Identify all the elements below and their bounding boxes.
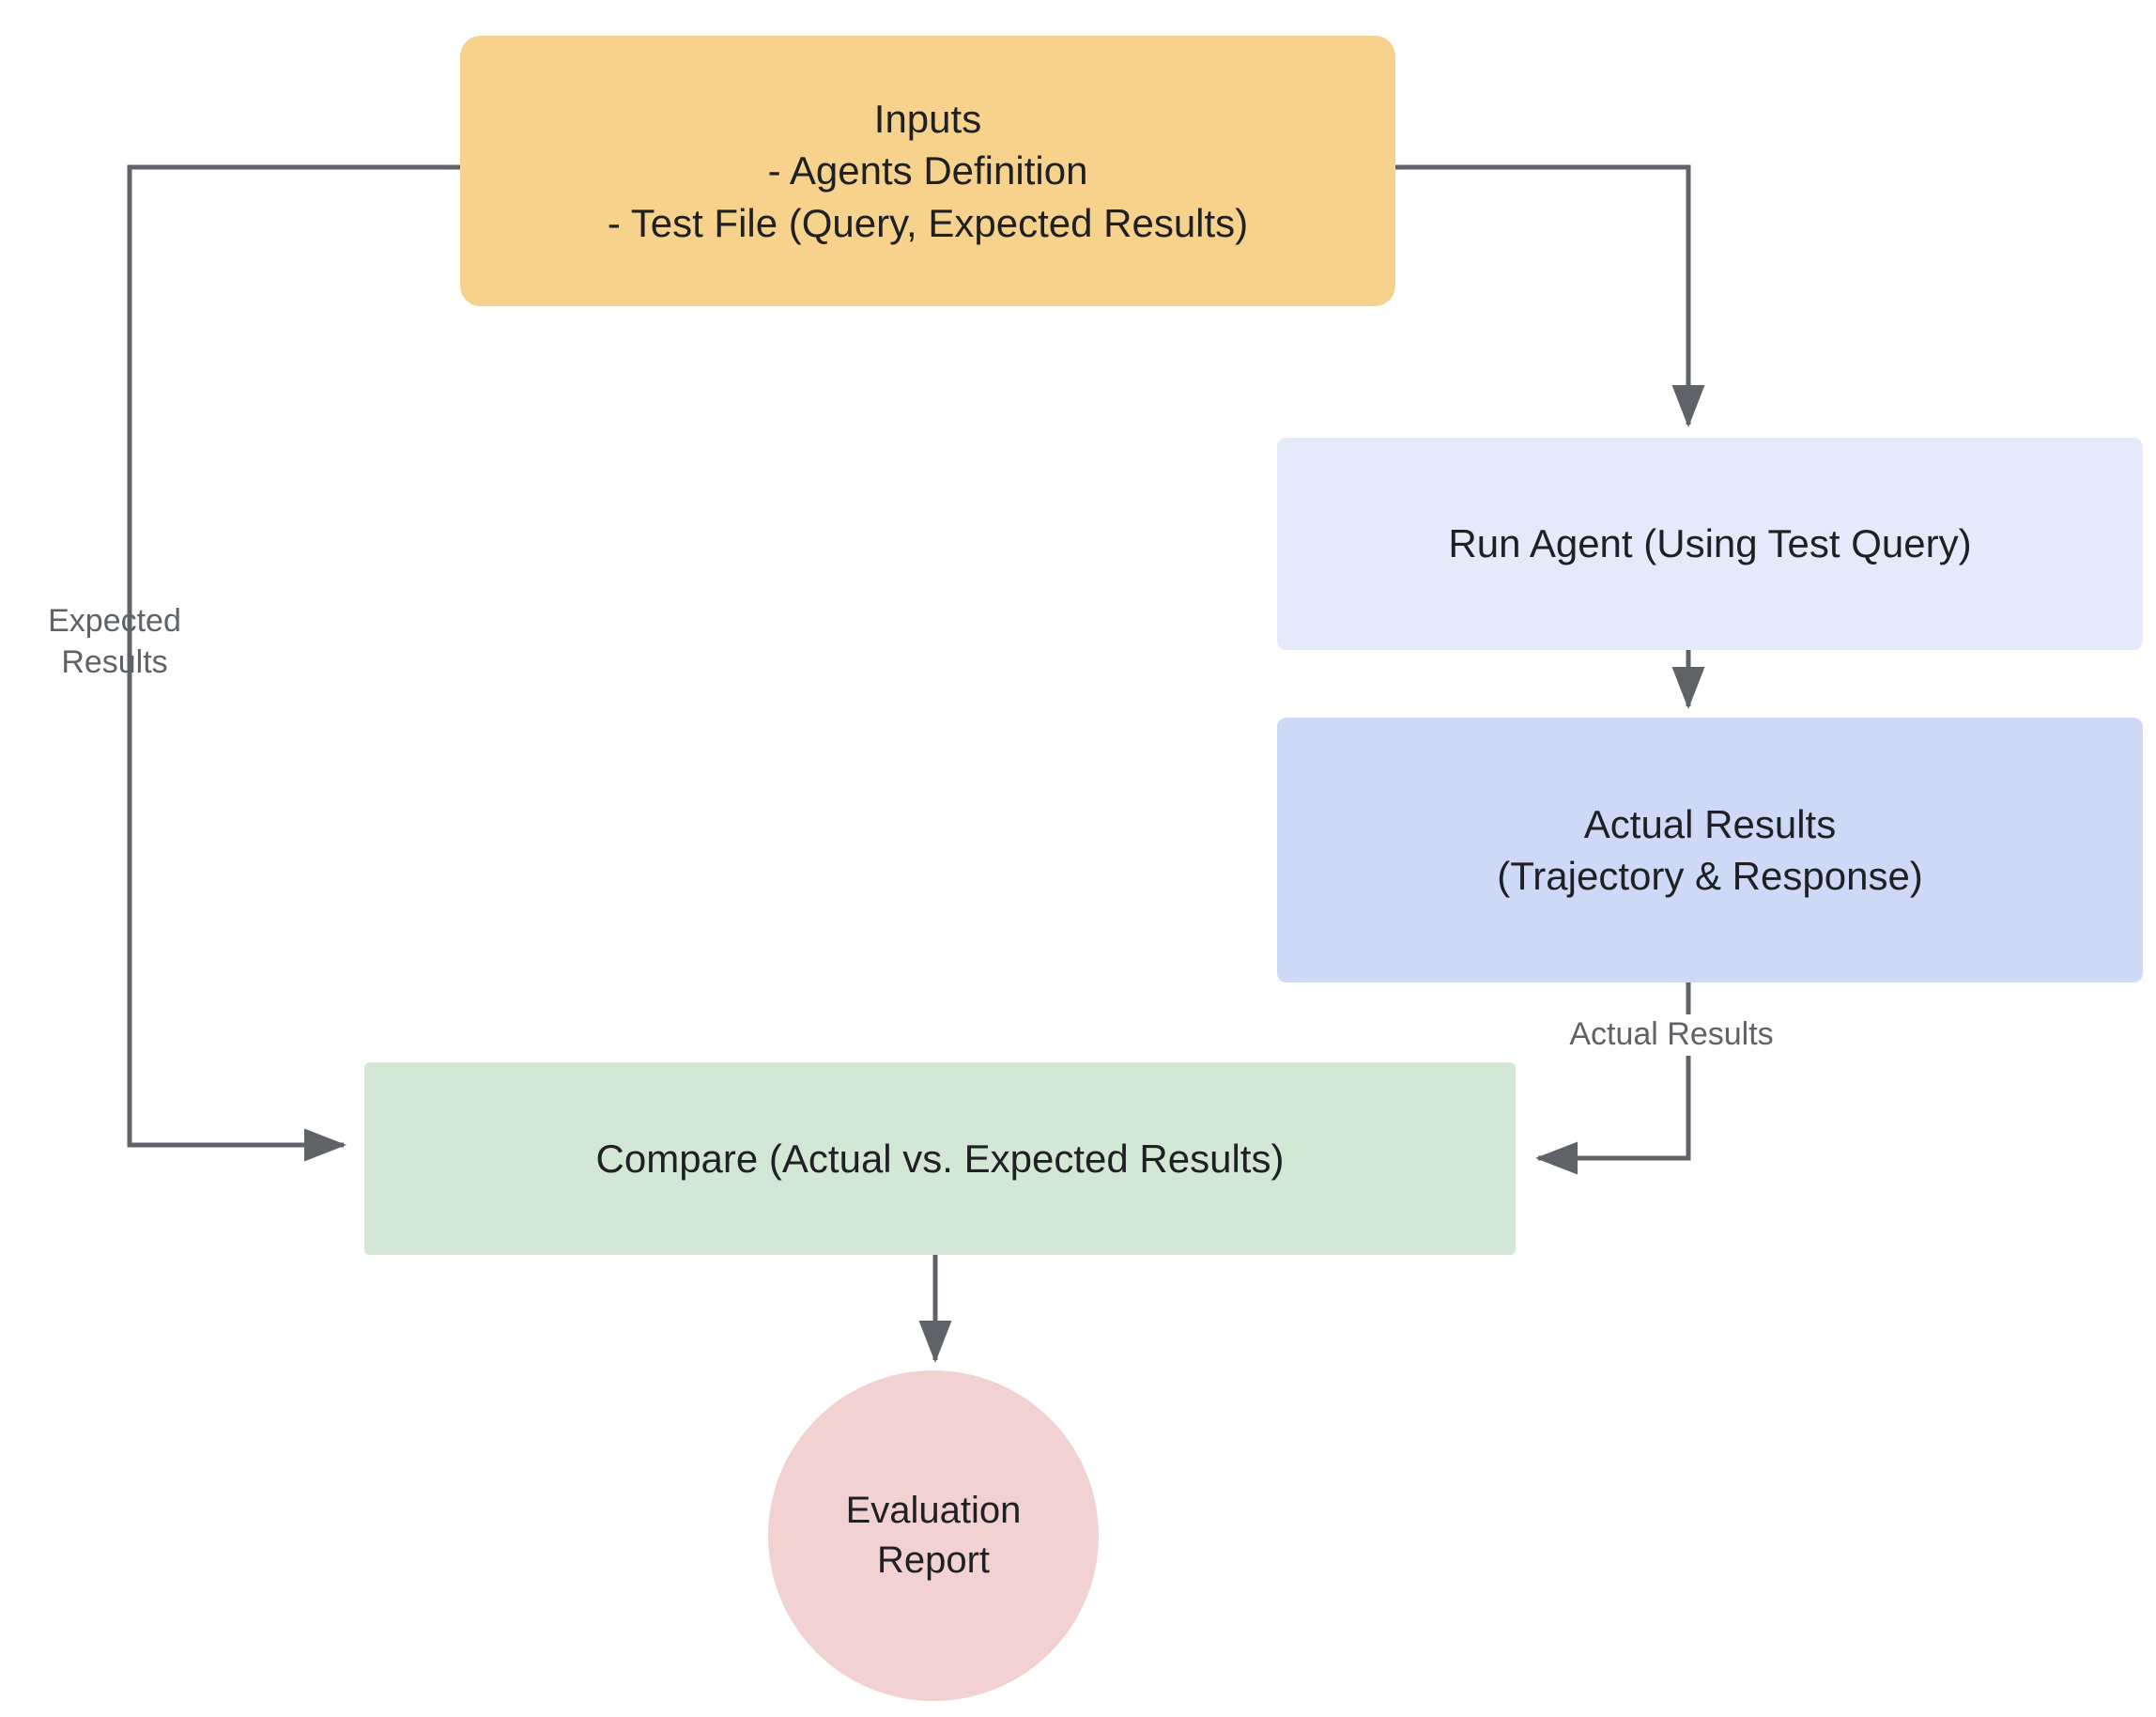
edge-inputs-to-run-agent — [1395, 164, 1705, 428]
node-actual-results[interactable]: Actual Results (Trajectory & Response) — [1277, 718, 2143, 982]
edge-label-expected-results: Expected Results — [48, 603, 181, 680]
node-run-agent[interactable]: Run Agent (Using Test Query) — [1277, 438, 2143, 650]
edge-actual-results-to-compare — [1534, 982, 1691, 1175]
node-compare[interactable]: Compare (Actual vs. Expected Results) — [364, 1062, 1516, 1255]
node-evaluation-report[interactable]: Evaluation Report — [768, 1370, 1099, 1701]
edge-label-actual-results: Actual Results — [1531, 1014, 1812, 1056]
node-inputs[interactable]: Inputs - Agents Definition - Test File (… — [460, 36, 1395, 306]
